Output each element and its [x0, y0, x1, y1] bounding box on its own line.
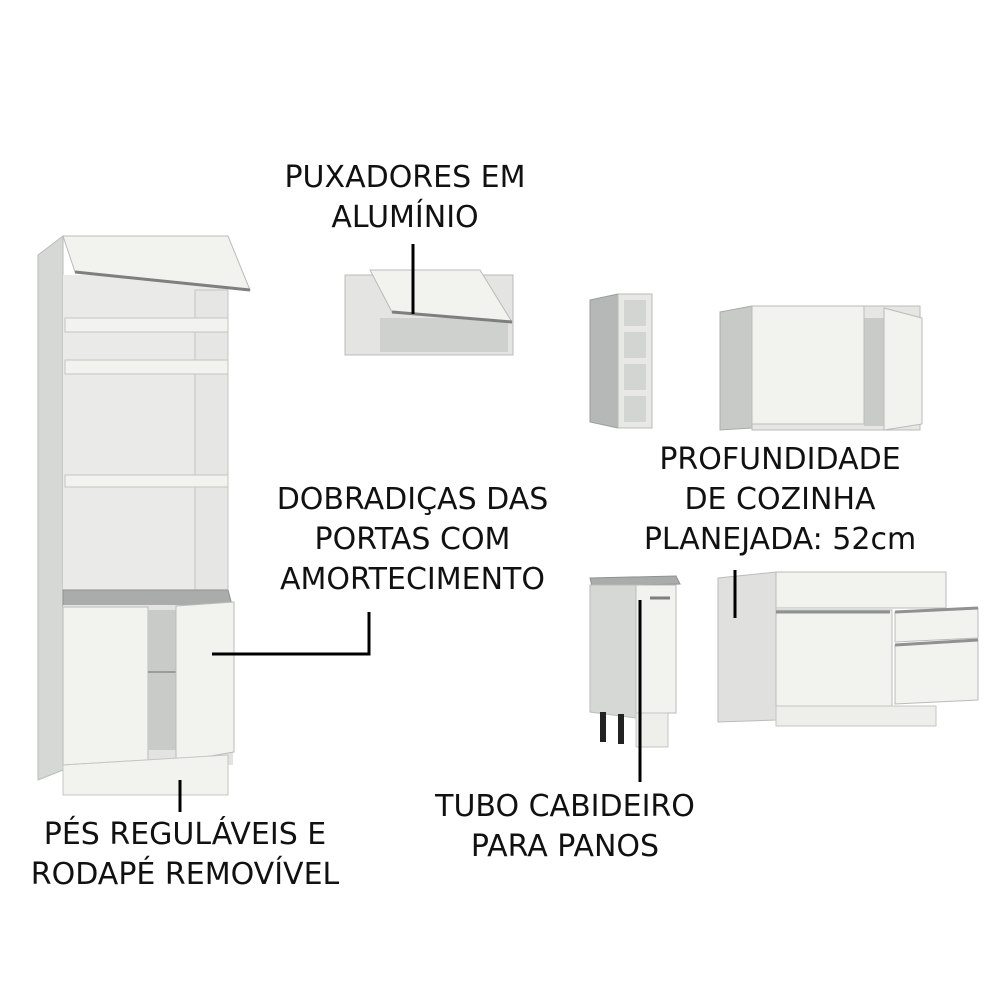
leader-hinges: [212, 612, 371, 656]
callout-hinges-line2: PORTAS COM: [314, 522, 511, 557]
wall-two-interior: [864, 318, 886, 426]
callout-feet: PÉS REGULÁVEIS E RODAPÉ REMOVÍVEL: [15, 815, 355, 895]
sink-base-door: [775, 609, 893, 707]
tower-lower-left-door: [62, 606, 149, 766]
tower-top-door-handle: [74, 270, 251, 292]
oven-tower-cabinet: [37, 234, 251, 796]
narrow-base-foot-1: [600, 712, 606, 742]
tower-side-panel: [37, 234, 64, 781]
tower-lower-interior: [148, 610, 176, 750]
wall-two-left-door: [751, 305, 865, 425]
tower-plinth: [62, 754, 229, 796]
narrow-base-side: [589, 584, 637, 719]
callout-towel-rail-line2: PARA PANOS: [470, 829, 660, 864]
sink-base-drawer-1: [894, 607, 979, 643]
sink-base-drawer-1-handle: [894, 606, 979, 614]
narrow-base-top: [589, 575, 681, 587]
callout-depth-line2: DE COZINHA: [684, 482, 876, 517]
tower-shelf-3: [64, 474, 229, 488]
wall-cabinet-flip: [344, 269, 514, 356]
narrow-shelf-cell-2: [624, 332, 646, 358]
tower-right-panel: [194, 289, 229, 601]
narrow-shelf-cell-4: [624, 396, 646, 422]
tower-shelf-1: [64, 317, 229, 333]
narrow-base-front: [635, 584, 677, 714]
wall-cabinet-two-doors: [719, 305, 923, 431]
sink-base-cabinet: [717, 571, 979, 727]
sink-base-plinth: [775, 705, 937, 727]
leader-lines: [178, 244, 737, 812]
narrow-base-foot-2: [618, 714, 624, 744]
wall-two-side: [719, 305, 753, 431]
sink-base-drawer-2-handle: [894, 638, 979, 647]
tower-lower-right-door: [175, 601, 235, 763]
wall-two-right-door: [883, 307, 923, 431]
callout-depth: PROFUNDIDADE DE COZINHA PLANEJADA: 52cm: [625, 440, 935, 560]
callout-hinges-line3: AMORTECIMENTO: [280, 562, 545, 597]
tower-shelf-2: [64, 359, 229, 375]
narrow-shelf-side: [589, 293, 619, 429]
callout-handles-line2: ALUMÍNIO: [331, 200, 479, 235]
callout-towel-rail-line1: TUBO CABIDEIRO: [435, 789, 695, 824]
callout-feet-line2: RODAPÉ REMOVÍVEL: [30, 857, 340, 892]
callout-handles: PUXADORES EM ALUMÍNIO: [255, 158, 555, 238]
sink-base-drawer-2: [894, 639, 979, 705]
sink-base-side: [717, 571, 777, 723]
narrow-base-cabinet: [589, 575, 681, 748]
callout-hinges: DOBRADIÇAS DAS PORTAS COM AMORTECIMENTO: [255, 480, 570, 600]
callout-depth-line3: PLANEJADA: 52cm: [643, 522, 917, 557]
callout-towel-rail: TUBO CABIDEIRO PARA PANOS: [420, 787, 710, 867]
callout-hinges-line1: DOBRADIÇAS DAS: [276, 482, 549, 517]
callout-depth-line1: PROFUNDIDADE: [659, 442, 901, 477]
sink-base-top-rail: [775, 571, 947, 609]
callout-feet-line1: PÉS REGULÁVEIS E: [43, 817, 327, 852]
narrow-shelf-cell-3: [624, 364, 646, 390]
callout-handles-line1: PUXADORES EM: [284, 160, 526, 195]
narrow-shelf-cell-1: [624, 300, 646, 326]
wall-flip-interior: [380, 318, 508, 352]
narrow-shelf-unit: [589, 293, 653, 429]
